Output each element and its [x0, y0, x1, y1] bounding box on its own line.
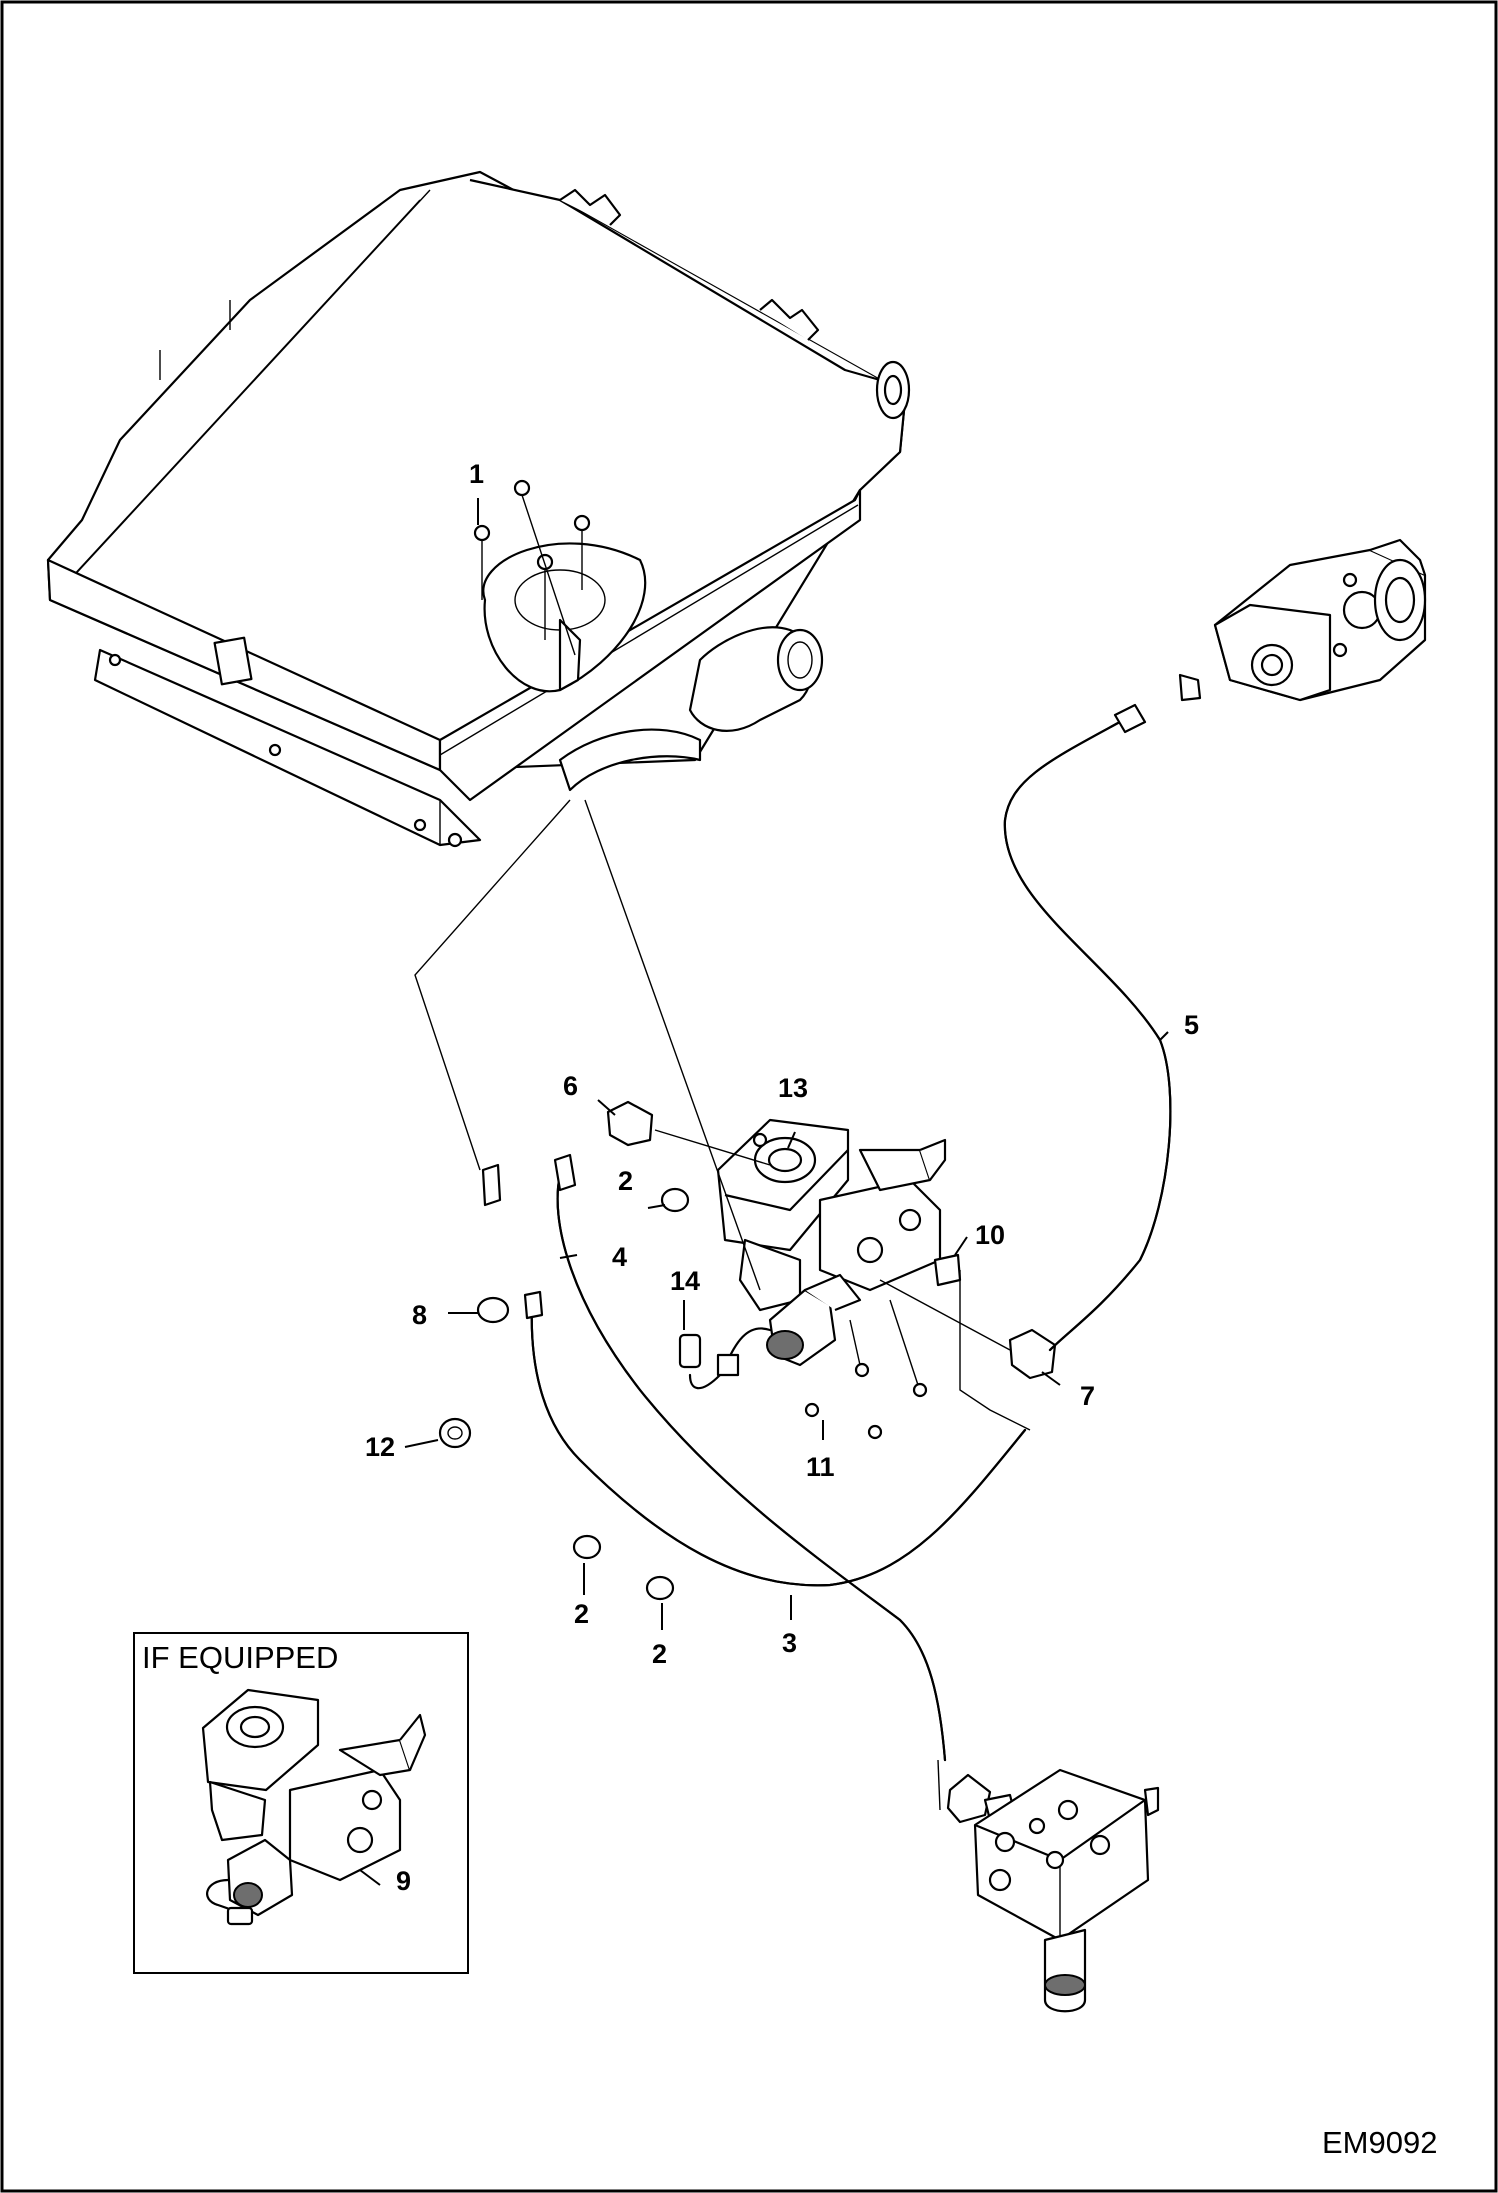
callout-9: 9 [396, 1866, 411, 1896]
callout-2c: 2 [652, 1639, 667, 1669]
callout-4: 4 [612, 1242, 627, 1272]
callout-8: 8 [412, 1300, 427, 1330]
hoses [414, 721, 1172, 1811]
callout-5: 5 [1184, 1010, 1199, 1040]
inset-box: IF EQUIPPED [133, 1632, 469, 1974]
valve-block-icon [946, 1768, 1160, 2013]
callout-10: 10 [975, 1220, 1005, 1250]
callout-7: 7 [1080, 1381, 1095, 1411]
callout-11: 11 [806, 1452, 835, 1482]
fittings [606, 703, 1147, 1380]
callout-6: 6 [563, 1071, 578, 1101]
drawing-id: EM9092 [1322, 2125, 1437, 2160]
callout-leaders [359, 498, 1169, 1886]
control-valve-variant-icon [201, 1688, 427, 1926]
callout-13: 13 [778, 1073, 808, 1103]
hydraulic-motor-icon [1178, 538, 1427, 702]
inset-title: IF EQUIPPED [142, 1640, 338, 1675]
callout-14: 14 [670, 1266, 700, 1296]
callout-3: 3 [782, 1628, 797, 1658]
callout-2: 2 [618, 1166, 633, 1196]
callout-12: 12 [365, 1432, 395, 1462]
callout-2b: 2 [574, 1599, 589, 1629]
control-valve-icon [678, 1118, 947, 1440]
clamps [438, 1187, 690, 1601]
oil-cooler-icon [46, 170, 911, 848]
callouts: 1 13 6 2 4 14 5 10 8 7 12 11 2 2 3 9 [365, 459, 1199, 1896]
callout-1: 1 [469, 459, 484, 489]
